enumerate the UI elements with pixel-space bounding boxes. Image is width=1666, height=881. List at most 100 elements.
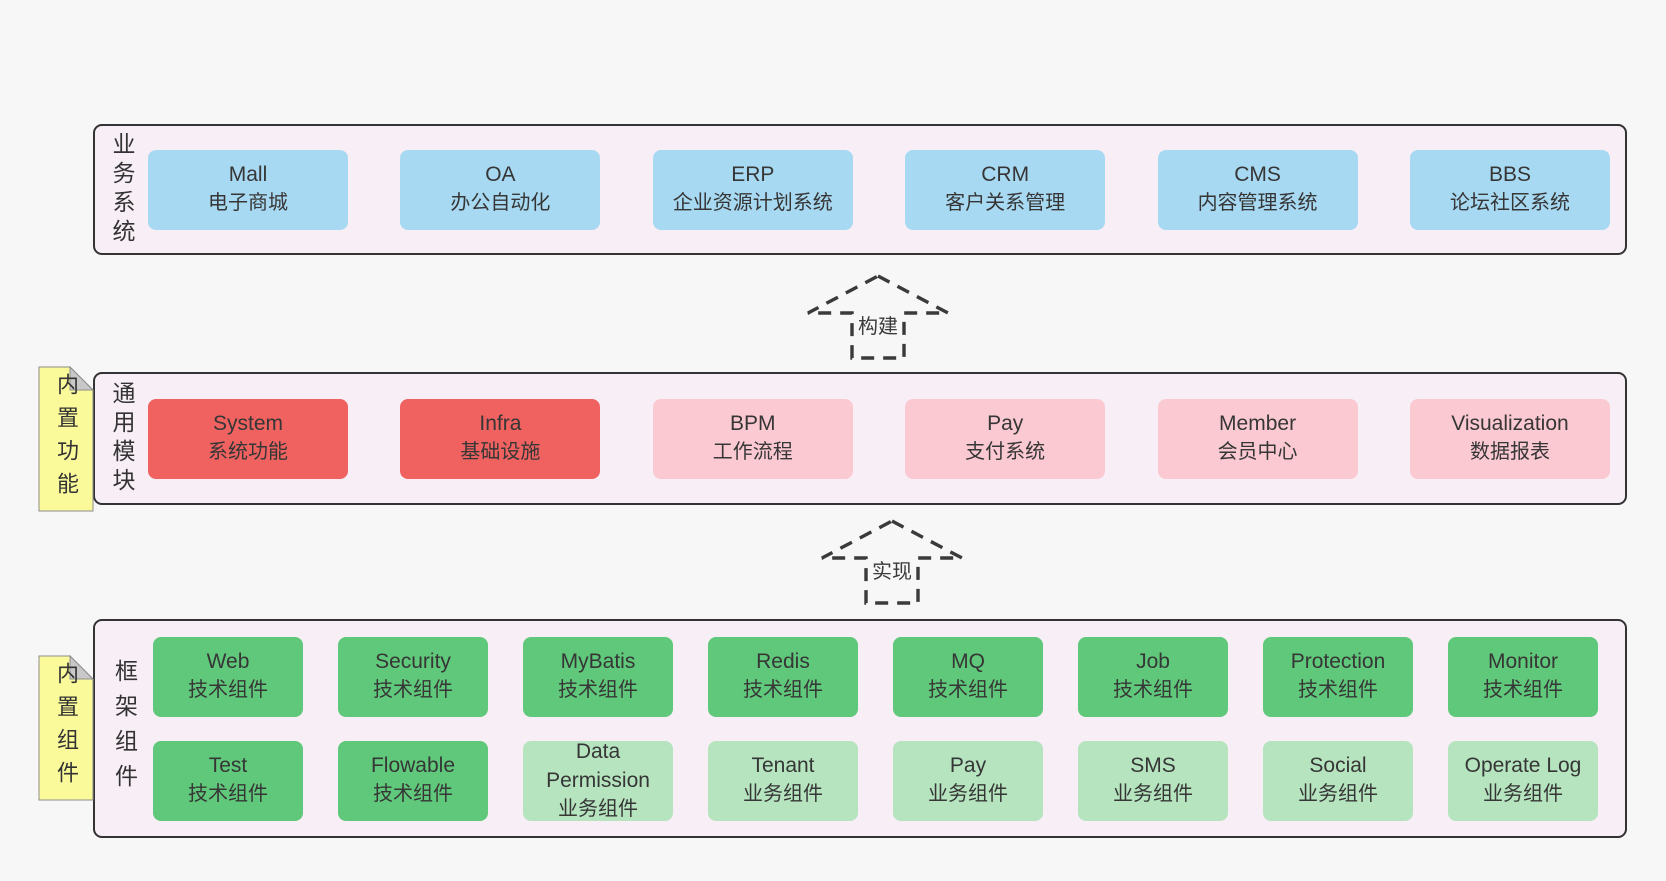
box-subtitle: 业务组件: [928, 783, 1008, 806]
box-title: Pay: [987, 412, 1024, 436]
box-subtitle: 系统功能: [208, 441, 288, 464]
box-title: Visualization: [1451, 412, 1569, 436]
box-pay: Pay 支付系统: [905, 398, 1106, 479]
box-subtitle: 内容管理系统: [1197, 192, 1318, 215]
box-title: Test: [208, 754, 248, 778]
box-title: Member: [1219, 412, 1297, 436]
arrow-implement-label: 实现: [872, 560, 912, 583]
box-redis: Redis 技术组件: [708, 636, 858, 717]
arrow-build: 构建: [807, 274, 949, 360]
box-subtitle: 技术组件: [743, 679, 823, 702]
box-member: Member 会员中心: [1157, 398, 1358, 479]
box-title: System: [212, 412, 283, 436]
box-flowable: Flowable 技术组件: [338, 740, 488, 821]
box-job: Job 技术组件: [1078, 636, 1228, 717]
box-title: CRM: [981, 163, 1030, 187]
layer-label-common-modules: 通用模块: [109, 380, 135, 497]
box-title: Operate Log: [1464, 754, 1582, 778]
box-title: SMS: [1130, 754, 1176, 778]
box-title: MQ: [951, 650, 985, 674]
layer-label-strip: 框架组件: [95, 621, 153, 836]
box-test: Test 技术组件: [153, 740, 303, 821]
folded-corner-icon: [69, 366, 94, 391]
box-mybatis: MyBatis 技术组件: [523, 636, 673, 717]
box-mq: MQ 技术组件: [893, 636, 1043, 717]
layer-body: Mall 电子商城 OA 办公自动化 ERP 企业资源计划系统 CRM 客户关系…: [148, 126, 1625, 253]
box-monitor: Monitor 技术组件: [1448, 636, 1598, 717]
box-title: Data Permission: [546, 739, 650, 792]
box-title: Infra: [479, 412, 522, 436]
box-subtitle: 技术组件: [1113, 679, 1193, 702]
box-subtitle: 技术组件: [558, 679, 638, 702]
box-title: Redis: [756, 650, 810, 674]
box-subtitle: 电子商城: [208, 192, 288, 215]
box-tenant: Tenant 业务组件: [708, 740, 858, 821]
box-title: Web: [206, 650, 250, 674]
box-subtitle: 技术组件: [1298, 679, 1378, 702]
box-title: BPM: [730, 412, 776, 436]
box-title: Flowable: [370, 754, 456, 778]
layer-common-modules: 通用模块 System 系统功能 Infra 基础设施 BPM 工作流程 Pay: [93, 372, 1627, 505]
box-row: System 系统功能 Infra 基础设施 BPM 工作流程 Pay 支付系统…: [148, 398, 1610, 479]
box-row: Mall 电子商城 OA 办公自动化 ERP 企业资源计划系统 CRM 客户关系…: [148, 149, 1610, 230]
box-title: Social: [1309, 754, 1367, 778]
box-subtitle: 客户关系管理: [945, 192, 1066, 215]
sticky-note-built-in-features: 内置功能: [38, 366, 94, 512]
layer-label-strip: 通用模块: [95, 374, 148, 503]
box-subtitle: 业务组件: [1113, 783, 1193, 806]
box-subtitle: 会员中心: [1217, 441, 1298, 464]
arrow-implement: 实现: [821, 519, 963, 605]
box-subtitle: 工作流程: [712, 441, 793, 464]
box-visualization: Visualization 数据报表: [1409, 398, 1610, 479]
box-mall: Mall 电子商城: [148, 149, 348, 230]
box-subtitle: 技术组件: [1483, 679, 1563, 702]
sticky-note-built-in-components: 内置组件: [38, 655, 94, 801]
box-title: CMS: [1234, 163, 1281, 187]
folded-corner-icon: [69, 655, 94, 680]
box-erp: ERP 企业资源计划系统: [652, 149, 853, 230]
box-subtitle: 技术组件: [188, 783, 268, 806]
box-social: Social 业务组件: [1263, 740, 1413, 821]
box-system: System 系统功能: [148, 398, 348, 479]
sticky-note-icon: [38, 655, 94, 801]
box-oa: OA 办公自动化: [400, 149, 601, 230]
box-subtitle: 技术组件: [373, 679, 453, 702]
box-pay-component: Pay 业务组件: [893, 740, 1043, 821]
box-subtitle: 业务组件: [558, 797, 638, 820]
box-subtitle: 论坛社区系统: [1449, 192, 1570, 215]
box-title: Pay: [949, 754, 987, 778]
box-subtitle: 业务组件: [1483, 783, 1563, 806]
layer-label-framework-components: 框架组件: [111, 658, 138, 799]
box-subtitle: 技术组件: [373, 783, 453, 806]
box-row-biz-components: Test 技术组件 Flowable 技术组件 Data Permission …: [153, 739, 1598, 821]
box-title: BBS: [1488, 163, 1531, 187]
sticky-note-label: 内置功能: [54, 373, 79, 505]
box-bbs: BBS 论坛社区系统: [1409, 149, 1610, 230]
box-title: Job: [1136, 650, 1170, 674]
box-subtitle: 数据报表: [1469, 441, 1550, 464]
sticky-note-label: 内置组件: [54, 662, 79, 794]
box-subtitle: 业务组件: [743, 783, 823, 806]
box-bpm: BPM 工作流程: [652, 398, 853, 479]
box-title: Security: [375, 650, 451, 674]
layer-label-business-systems: 业务系统: [109, 131, 135, 248]
box-title: OA: [485, 163, 516, 187]
arrow-build-label: 构建: [858, 315, 898, 338]
layer-label-strip: 业务系统: [95, 126, 148, 253]
box-subtitle: 企业资源计划系统: [672, 192, 833, 215]
sticky-note-icon: [38, 366, 94, 512]
box-title: ERP: [731, 163, 775, 187]
box-subtitle: 技术组件: [188, 679, 268, 702]
box-protection: Protection 技术组件: [1263, 636, 1413, 717]
box-crm: CRM 客户关系管理: [905, 149, 1106, 230]
box-web: Web 技术组件: [153, 636, 303, 717]
box-title: Tenant: [751, 754, 815, 778]
box-cms: CMS 内容管理系统: [1157, 149, 1358, 230]
box-title: Mall: [228, 163, 268, 187]
box-subtitle: 技术组件: [928, 679, 1008, 702]
box-infra: Infra 基础设施: [400, 398, 601, 479]
layer-body: System 系统功能 Infra 基础设施 BPM 工作流程 Pay 支付系统…: [148, 374, 1625, 503]
layer-business-systems: 业务系统 Mall 电子商城 OA 办公自动化 ERP 企业资源计划系统 CRM: [93, 124, 1627, 255]
box-title: Monitor: [1487, 650, 1559, 674]
